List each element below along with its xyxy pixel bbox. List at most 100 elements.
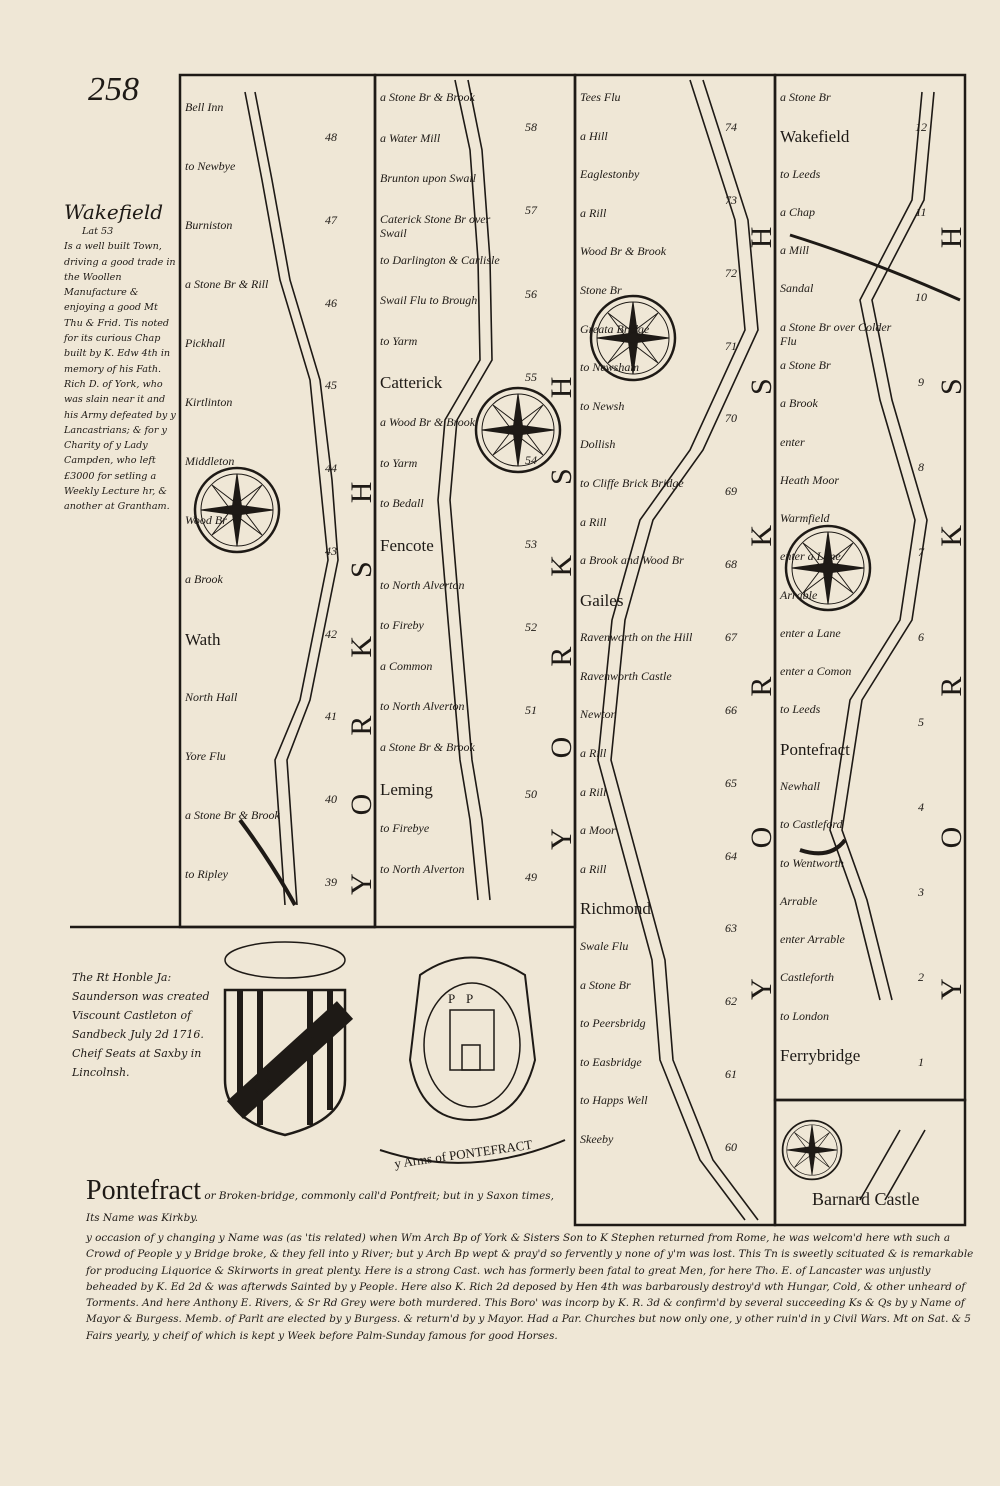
place-label: a Stone Br over Colder Flu xyxy=(780,319,892,348)
place-label: to Darlington & Carlisle xyxy=(380,252,500,267)
place-label: Arrable xyxy=(780,893,818,908)
mile-marker: 64 xyxy=(725,848,737,863)
place-label: Ravenworth Castle xyxy=(580,668,672,683)
place-label: a Common xyxy=(380,658,433,673)
mile-marker: 48 xyxy=(325,130,337,144)
place-label: to Newsh xyxy=(580,398,625,413)
compass-rose-icon xyxy=(193,466,281,554)
place-label: a Stone Br & Rill xyxy=(185,277,269,291)
note-latitude: Lat 53 xyxy=(82,226,114,237)
place-label: Bell Inn xyxy=(185,100,224,114)
mile-marker: 53 xyxy=(525,536,537,551)
town-label: Ferrybridge xyxy=(780,1046,861,1065)
place-label: Arrable xyxy=(780,587,818,602)
compass-rose-icon xyxy=(781,1119,843,1181)
inset-label: Barnard Castle xyxy=(812,1189,919,1209)
mile-marker: 42 xyxy=(325,626,337,641)
place-label: to North Alverton xyxy=(380,577,465,592)
mile-marker: 3 xyxy=(918,885,924,899)
mile-marker: 11 xyxy=(915,205,927,219)
town-label: Catterick xyxy=(380,373,443,393)
page-number: 258 xyxy=(88,71,139,108)
place-label: to Fireby xyxy=(380,618,424,633)
place-label: to Happs Well xyxy=(580,1093,648,1108)
road-strip-2 xyxy=(437,79,481,901)
wakefield-note: Wakefield Lat 53 Is a well built Town, d… xyxy=(64,200,176,515)
mile-marker: 46 xyxy=(325,295,337,310)
mile-marker: 8 xyxy=(918,460,924,474)
mile-marker: 70 xyxy=(725,411,737,426)
mile-marker: 66 xyxy=(725,702,737,717)
river-colder xyxy=(789,233,961,302)
place-label: Middleton xyxy=(185,454,235,468)
mile-marker: 58 xyxy=(525,120,537,134)
town-label: Wakefield xyxy=(780,127,850,147)
place-label: Dollish xyxy=(580,437,616,452)
place-label: a Stone Br xyxy=(580,977,631,992)
place-label: a Rill xyxy=(580,746,607,761)
note-text: Is a well built Town, driving a good tra… xyxy=(64,241,176,513)
place-label: Warmfield xyxy=(780,511,830,526)
place-label: Tees Flu xyxy=(580,90,621,104)
place-label: Newton xyxy=(580,707,617,722)
town-label: Fencote xyxy=(380,535,434,555)
place-label: Eaglestonby xyxy=(580,167,640,182)
place-label: Wood Br & Brook xyxy=(580,244,667,259)
place-label: to London xyxy=(780,1008,830,1023)
place-label: enter a Comon xyxy=(780,664,852,679)
mile-marker: 9 xyxy=(918,375,924,389)
place-label: Swail Flu to Brough xyxy=(380,293,478,308)
place-label: to Newbye xyxy=(185,159,236,173)
place-label: a Brook xyxy=(780,396,818,411)
place-label: to Yarm xyxy=(380,455,418,470)
place-label: a Water Mill xyxy=(380,130,441,145)
place-label: to North Alverton xyxy=(380,699,465,714)
mile-marker: 54 xyxy=(525,453,537,468)
note-heading: Pontefract xyxy=(86,1175,202,1206)
place-label: enter Arrable xyxy=(780,932,845,947)
mile-marker: 6 xyxy=(918,630,924,644)
arms-letters: P P xyxy=(448,991,477,1006)
place-label: Burniston xyxy=(185,218,233,232)
mile-marker: 45 xyxy=(325,378,337,393)
place-label: Wood Br xyxy=(185,513,227,527)
mile-marker: 69 xyxy=(725,484,737,499)
mile-marker: 56 xyxy=(525,286,537,301)
place-label: Castleforth xyxy=(780,970,835,985)
mile-marker: 61 xyxy=(725,1067,737,1082)
place-label: Skeeby xyxy=(580,1132,614,1146)
place-label: a Rill xyxy=(580,205,607,220)
road-strip-3 xyxy=(597,79,746,1221)
place-label: to Firebye xyxy=(380,821,430,836)
place-label: a Hill xyxy=(580,128,608,143)
mile-marker: 39 xyxy=(325,875,337,889)
place-label: Swale Flu xyxy=(580,939,629,954)
mile-marker: 62 xyxy=(725,994,737,1009)
place-label: to Leeds xyxy=(780,702,821,717)
place-label: Heath Moor xyxy=(780,472,839,487)
place-label: Kirtlinton xyxy=(185,395,233,409)
place-label: to Easbridge xyxy=(580,1054,642,1069)
place-label: a Chap xyxy=(780,204,816,219)
mile-marker: 47 xyxy=(325,212,337,227)
town-label: Pontefract xyxy=(780,739,850,759)
place-label: a Stone Br & Brook xyxy=(185,808,280,822)
mile-marker: 12 xyxy=(915,120,927,134)
mile-marker: 51 xyxy=(525,703,537,718)
place-label: North Hall xyxy=(185,690,238,704)
place-label: a Rill xyxy=(580,514,607,529)
place-label: to Ripley xyxy=(185,867,228,881)
place-label: Greata Bridge xyxy=(580,321,650,336)
note-text: y occasion of y changing y Name was (as … xyxy=(86,1232,974,1342)
mile-marker: 65 xyxy=(725,775,737,790)
place-label: a Stone Br xyxy=(780,357,831,372)
mile-marker: 40 xyxy=(325,792,337,807)
mile-marker: 49 xyxy=(525,870,537,884)
note-intro: or Broken-bridge, commonly call'd Pontfr… xyxy=(86,1190,554,1224)
county-label: YORKSH xyxy=(545,307,578,850)
mile-marker: 4 xyxy=(918,800,924,814)
place-label: to Newsham xyxy=(580,360,640,375)
mile-marker: 1 xyxy=(918,1055,924,1069)
place-label: enter xyxy=(780,434,805,449)
